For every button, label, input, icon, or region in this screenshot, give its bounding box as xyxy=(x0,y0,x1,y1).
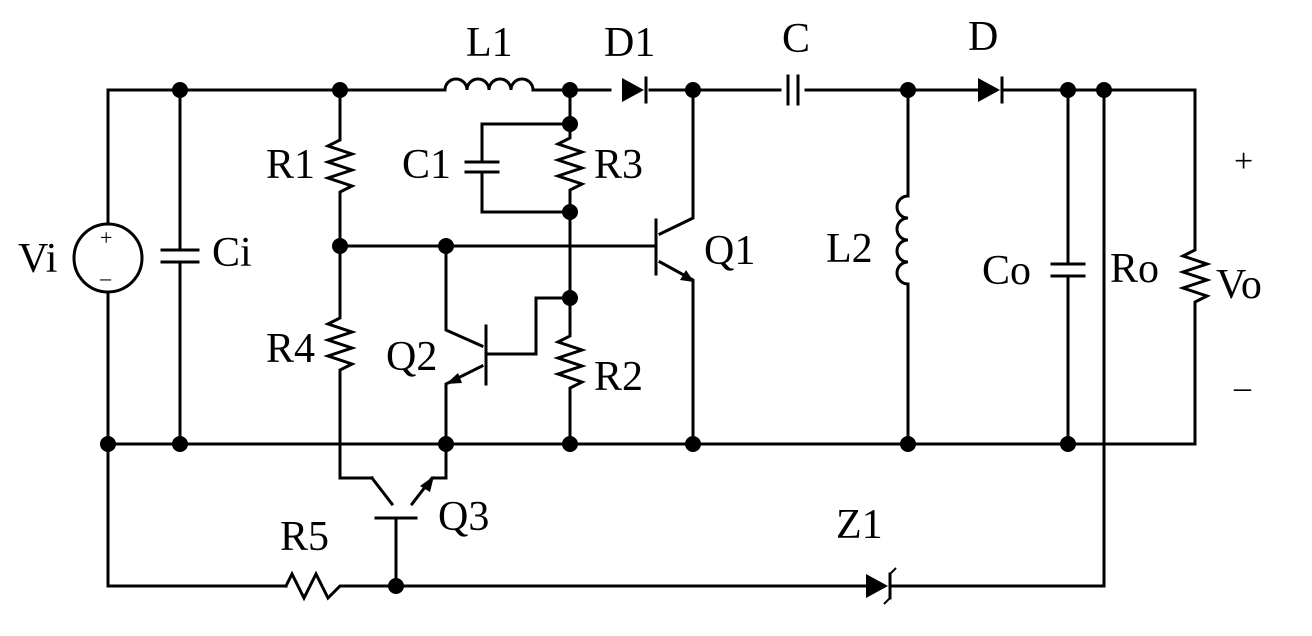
transistor-q2: Q2 xyxy=(386,246,570,444)
label-z1: Z1 xyxy=(836,502,883,548)
transistor-q1: Q1 xyxy=(656,90,755,444)
label-q2: Q2 xyxy=(386,334,437,380)
label-r3: R3 xyxy=(594,142,643,188)
label-ci: Ci xyxy=(212,230,252,276)
inductor-l1: L1 xyxy=(445,20,533,90)
diode-d: D xyxy=(960,14,1002,102)
label-co: Co xyxy=(982,248,1031,294)
label-l1: L1 xyxy=(466,20,513,66)
label-c: C xyxy=(782,16,810,62)
voltage-source-vi: + – Vi xyxy=(18,90,142,444)
label-q3: Q3 xyxy=(438,494,489,540)
label-r4: R4 xyxy=(266,326,315,372)
c1-r3-network: C1 R3 xyxy=(402,90,643,212)
inductor-l2: L2 xyxy=(826,90,908,444)
label-q1: Q1 xyxy=(704,228,755,274)
resistor-r1: R1 xyxy=(266,90,352,246)
label-ro: Ro xyxy=(1110,246,1159,292)
label-r1: R1 xyxy=(266,142,315,188)
diode-d1: D1 xyxy=(604,20,655,102)
label-l2: L2 xyxy=(826,226,873,272)
transistor-q3: Q3 xyxy=(372,444,489,586)
feedback-wire xyxy=(890,90,1104,586)
resistor-ro: Ro Vo + – xyxy=(1104,90,1262,444)
vo-minus-sign: – xyxy=(1233,369,1252,406)
capacitor-ci: Ci xyxy=(162,90,252,444)
vo-plus-sign: + xyxy=(1234,143,1253,180)
label-c1: C1 xyxy=(402,142,451,188)
label-vi: Vi xyxy=(18,236,57,282)
capacitor-co: Co xyxy=(982,90,1084,444)
label-d: D xyxy=(968,14,998,60)
vi-minus-sign: – xyxy=(99,265,112,290)
label-r5: R5 xyxy=(280,514,329,560)
bottom-loop xyxy=(108,444,896,604)
vi-plus-sign: + xyxy=(100,225,112,250)
label-d1: D1 xyxy=(604,20,655,66)
label-r2: R2 xyxy=(594,354,643,400)
label-vo: Vo xyxy=(1216,262,1262,308)
